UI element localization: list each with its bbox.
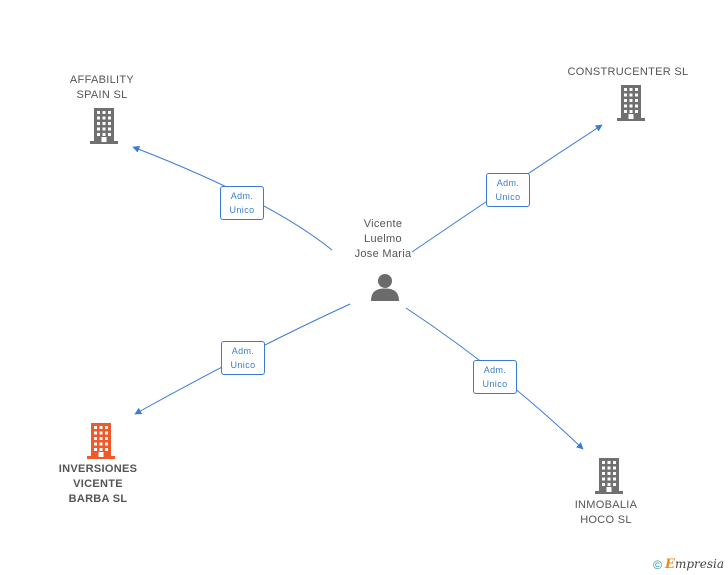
building-icon[interactable] — [615, 85, 647, 121]
relation-label-construcenter[interactable]: Adm. Unico — [486, 173, 530, 207]
person-icon[interactable] — [370, 272, 400, 302]
relation-label-inmobalia[interactable]: Adm. Unico — [473, 360, 517, 394]
building-icon[interactable] — [88, 108, 120, 144]
person-name[interactable]: Vicente Luelmo Jose Maria — [354, 218, 412, 260]
footer-brand[interactable]: © Empresia — [653, 557, 724, 572]
company-label-inversiones[interactable]: INVERSIONES VICENTE BARBA SL — [58, 463, 138, 505]
building-icon[interactable] — [85, 423, 117, 459]
relation-label-inversiones[interactable]: Adm. Unico — [221, 341, 265, 375]
company-label-construcenter[interactable]: CONSTRUCENTER SL — [567, 66, 689, 78]
building-icon[interactable] — [593, 458, 625, 494]
copyright-icon: © — [653, 557, 663, 572]
relation-label-affability[interactable]: Adm. Unico — [220, 186, 264, 220]
company-label-inmobalia[interactable]: INMOBALIA HOCO SL — [574, 499, 638, 526]
brand-logo: Empresia — [665, 557, 724, 572]
company-label-affability[interactable]: AFFABILITY SPAIN SL — [69, 74, 135, 101]
